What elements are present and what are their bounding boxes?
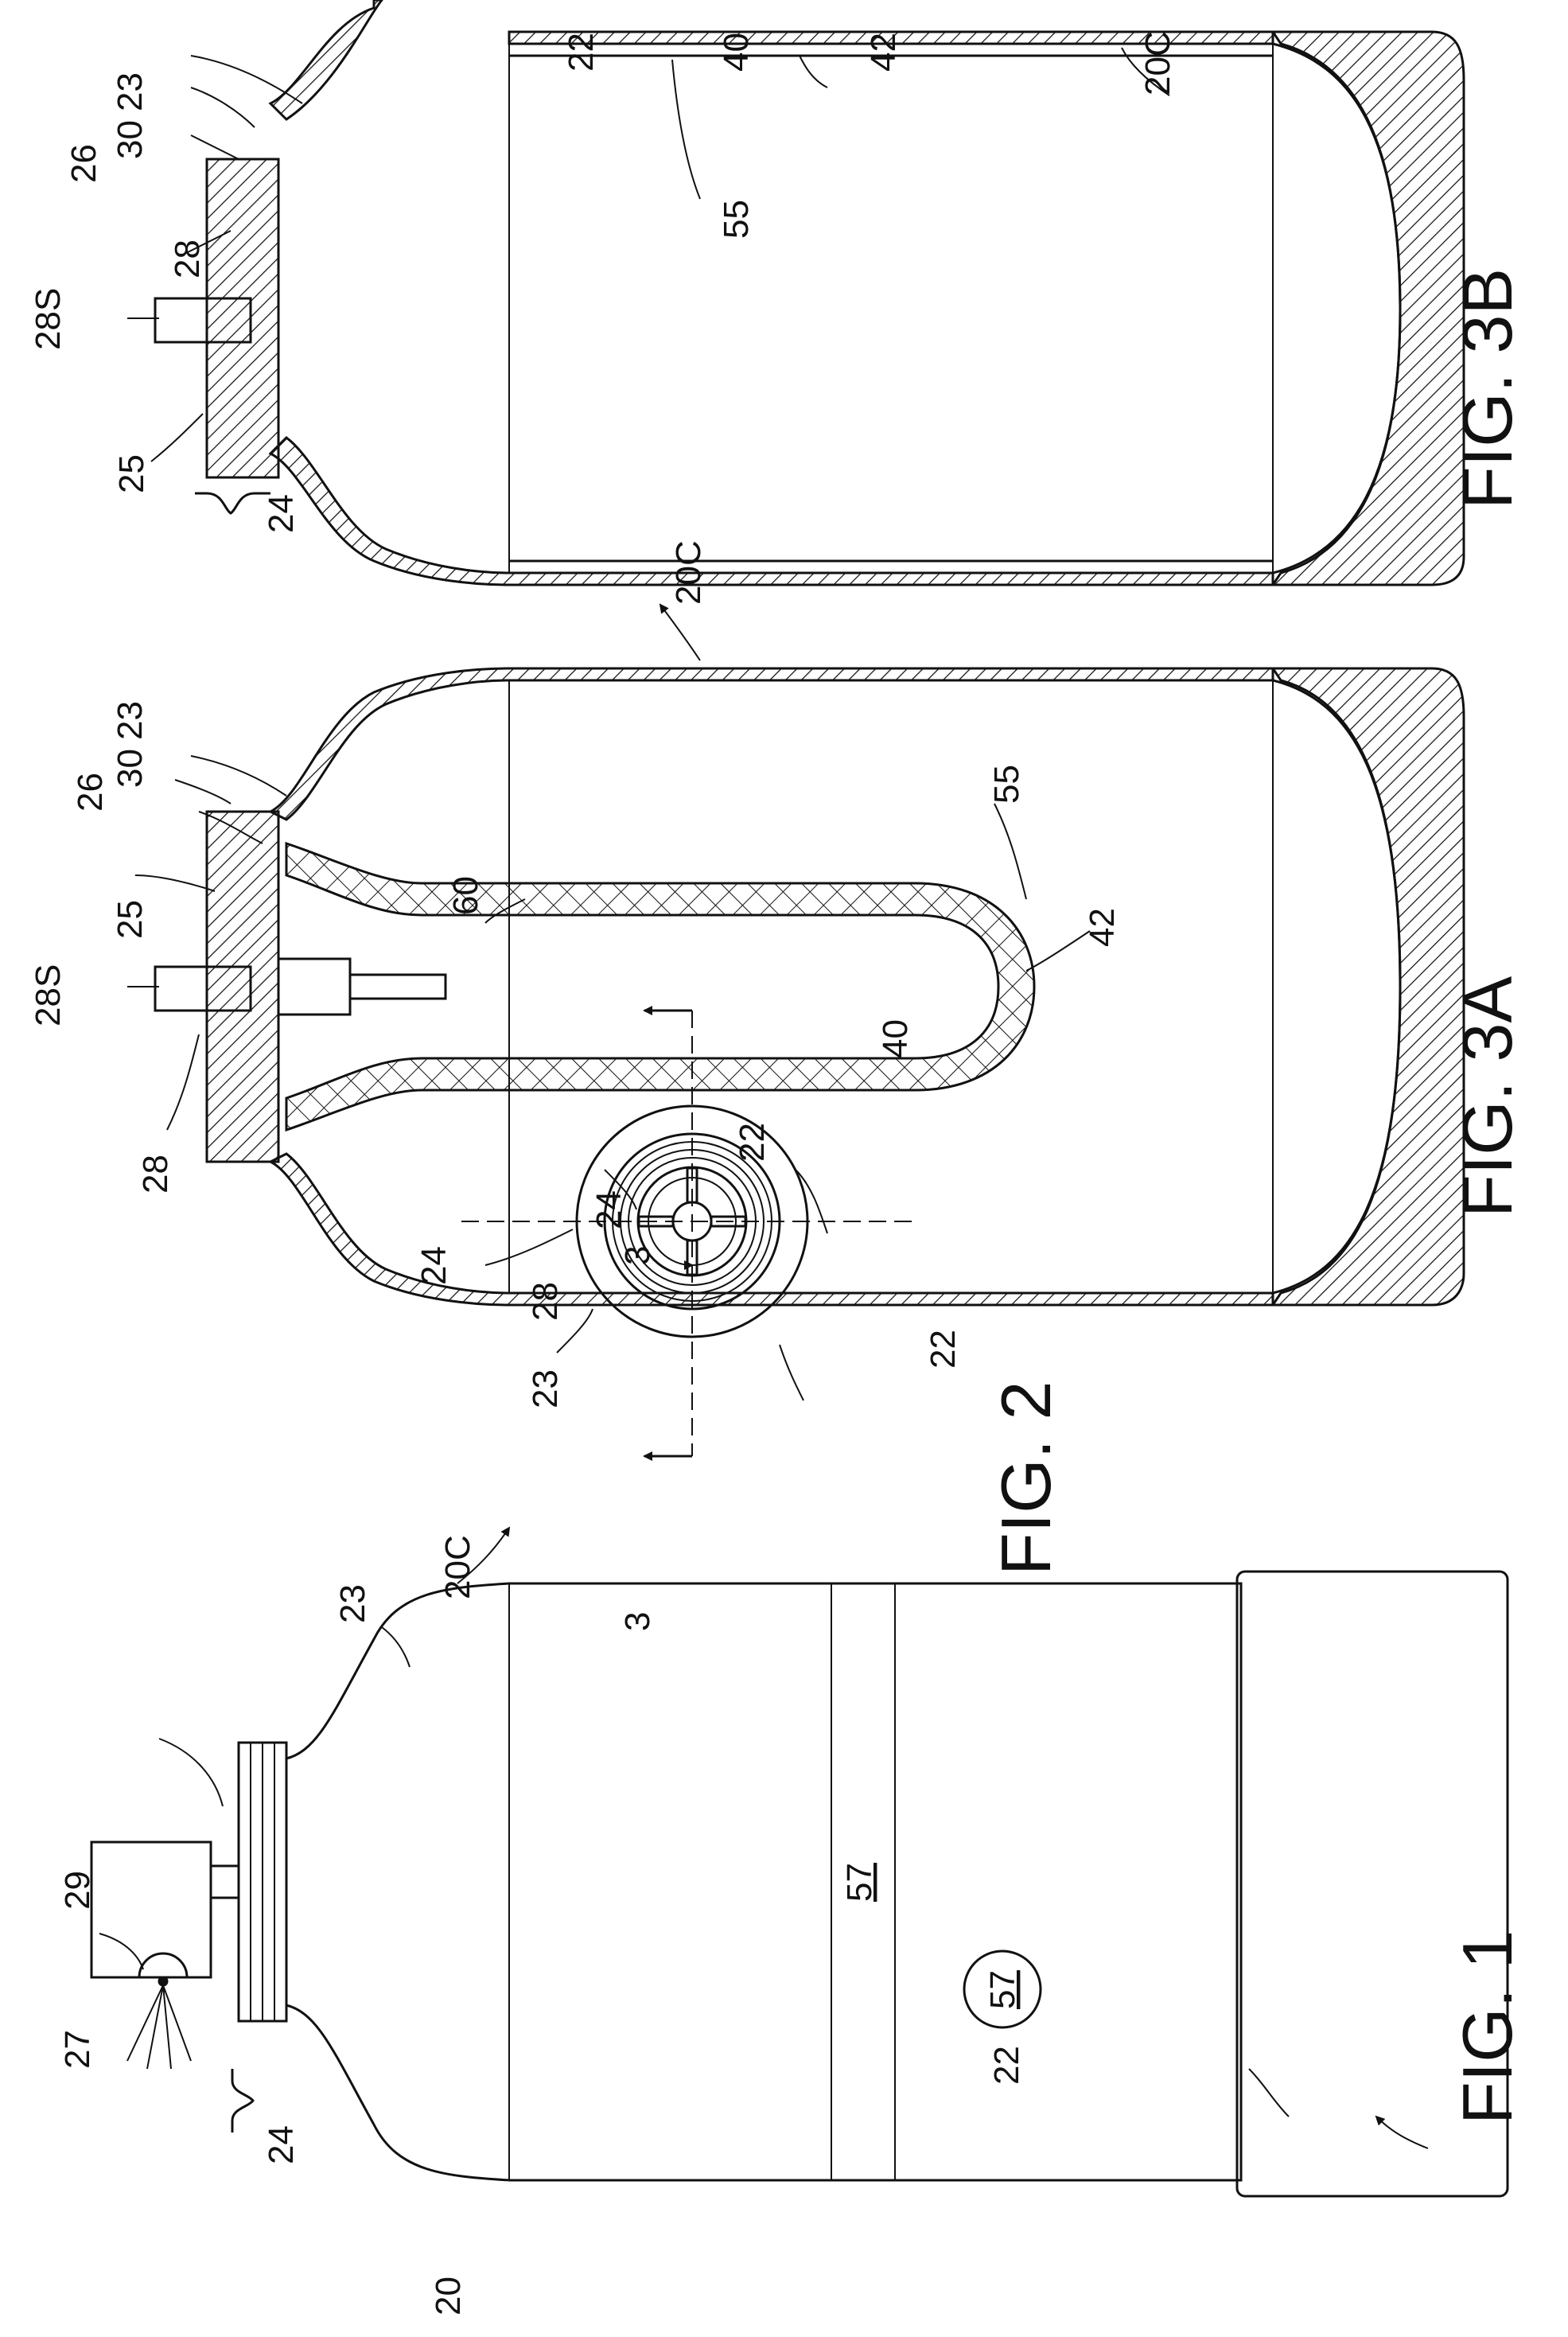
fig3b-label-55: 55 <box>717 200 756 239</box>
fig1-label-29: 29 <box>58 1871 97 1910</box>
fig3b-bag-lines <box>509 56 1273 561</box>
fig3a-label-20c: 20C <box>669 540 708 605</box>
fig3b-label-28: 28 <box>168 240 207 278</box>
fig3b <box>127 0 1464 585</box>
fig1 <box>91 1572 1508 2196</box>
fig1-title: FIG. 1 <box>1448 1930 1527 2125</box>
fig3b-title: FIG. 3B <box>1448 268 1527 509</box>
fig1-label-27: 27 <box>58 2030 97 2069</box>
fig3a-leader-20c <box>660 605 700 660</box>
fig3a-valve-cup <box>207 812 278 1162</box>
fig2-section-3-bottom: 3 <box>618 1612 657 1631</box>
fig1-label-20: 20 <box>429 2277 468 2316</box>
fig3b-label-28s: 28S <box>29 288 68 350</box>
fig3a-label-60: 60 <box>446 876 485 915</box>
fig2-leader-28 <box>485 1229 573 1265</box>
fig2-leader-22 <box>780 1345 803 1400</box>
fig3b-label-24: 24 <box>262 494 301 533</box>
fig3a <box>127 605 1464 1305</box>
fig1-brace <box>232 2069 253 2133</box>
fig3b-brace <box>195 493 270 513</box>
fig3b-label-40: 40 <box>717 33 756 72</box>
fig3a-label-28s: 28S <box>29 964 68 1026</box>
fig3a-label-40: 40 <box>876 1019 915 1058</box>
fig3a-leader-26 <box>175 780 231 804</box>
fig1-body <box>286 1583 1241 2180</box>
fig1-leader-27 <box>99 1934 143 1969</box>
fig3a-label-23: 23 <box>111 701 150 740</box>
fig3b-base <box>1273 32 1464 585</box>
fig1-stem <box>211 1866 239 1898</box>
fig3a-label-30: 30 <box>111 749 150 788</box>
fig3a-leader-42 <box>1026 931 1090 971</box>
fig3a-label-42: 42 <box>1083 908 1122 947</box>
fig3a-dip <box>350 975 445 999</box>
fig2-label-24: 24 <box>589 1190 628 1229</box>
fig1-label-24: 24 <box>262 2125 301 2164</box>
fig2-label-23: 23 <box>526 1369 565 1408</box>
fig3b-label-30: 30 <box>111 120 150 159</box>
fig3a-label-25: 25 <box>111 900 150 939</box>
fig3b-label-42: 42 <box>864 33 903 72</box>
fig3b-valve-cup <box>207 159 278 477</box>
fig1-label-57-band: 57 <box>840 1863 879 1902</box>
fig3a-label-22: 22 <box>733 1123 772 1162</box>
fig1-label-57-circle: 57 <box>983 1970 1022 2009</box>
fig3a-label-28: 28 <box>136 1155 175 1194</box>
fig1-leader-22 <box>1249 2069 1289 2117</box>
fig3a-title: FIG. 3A <box>1448 976 1527 1217</box>
fig3b-label-22: 22 <box>562 33 601 72</box>
fig3a-leader-28 <box>167 1034 199 1130</box>
fig2-label-28: 28 <box>526 1282 565 1321</box>
fig1-label-23: 23 <box>333 1584 372 1623</box>
fig3b-leader-26 <box>191 135 239 159</box>
fig3b-leader-25 <box>151 414 203 462</box>
fig2-section-3-top: 3 <box>618 1246 657 1265</box>
fig3a-label-24: 24 <box>414 1246 453 1285</box>
fig3a-container-wall <box>270 668 1273 1305</box>
fig3a-label-55: 55 <box>987 765 1026 804</box>
fig3b-leader-42 <box>800 56 827 88</box>
fig3a-leader-55 <box>994 804 1026 899</box>
fig2-label-22: 22 <box>924 1330 963 1369</box>
fig1-leader-20 <box>1376 2117 1428 2148</box>
fig3b-label-23: 23 <box>111 72 150 111</box>
fig3b-label-25: 25 <box>112 454 151 493</box>
fig3a-leader-23 <box>191 756 286 796</box>
fig1-spray <box>127 1985 191 2069</box>
fig1-leader-23 <box>382 1627 410 1667</box>
fig3b-label-26: 26 <box>64 144 103 183</box>
fig3a-leader-25 <box>135 875 215 891</box>
fig2-label-20c: 20C <box>438 1535 477 1599</box>
fig3a-valve-housing <box>278 959 350 1015</box>
fig3b-leader-55 <box>672 60 700 199</box>
fig3a-label-26: 26 <box>71 773 110 812</box>
fig3a-bag-liner <box>286 843 1034 1130</box>
fig3b-leader-30 <box>191 88 255 127</box>
fig3a-base <box>1273 668 1464 1305</box>
fig1-label-22: 22 <box>987 2046 1026 2085</box>
fig1-nozzle <box>139 1953 187 1977</box>
fig1-leader-29 <box>159 1739 223 1806</box>
fig3b-container-wall <box>270 0 1273 585</box>
fig3b-label-20c: 20C <box>1138 31 1177 95</box>
fig2-title: FIG. 2 <box>986 1381 1065 1576</box>
